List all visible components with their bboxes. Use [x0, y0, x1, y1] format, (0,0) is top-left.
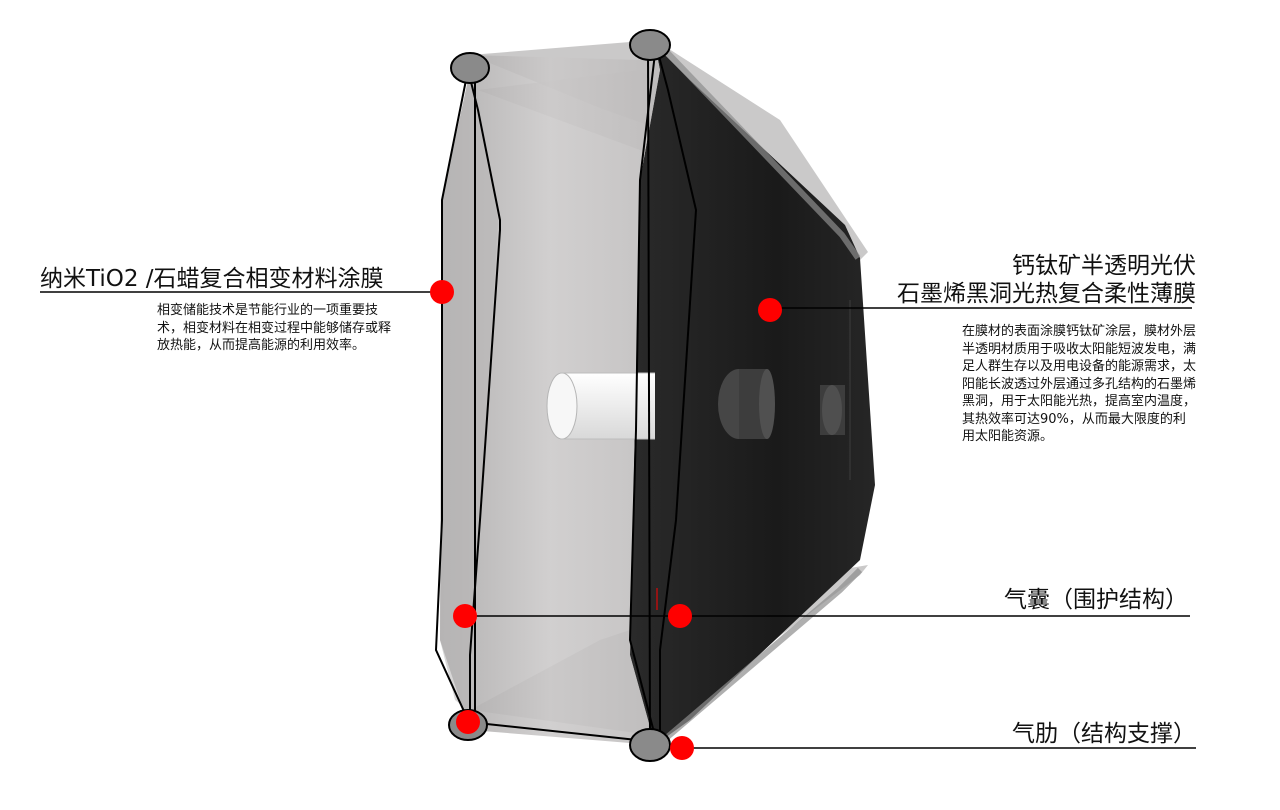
red-markers [430, 280, 782, 760]
pcm-coating-title: 纳米TiO2 /石蜡复合相变材料涂膜 [40, 266, 384, 292]
marker-air-rib-front [456, 710, 480, 734]
marker-airbag-back [668, 604, 692, 628]
graphene-film-description: 在膜材的表面涂膜钙钛矿涂层，膜材外层半透明材质用于吸收太阳能短波发电，满足人群生… [962, 324, 1197, 444]
airbag-label: 气囊（围护结构） [1004, 587, 1188, 613]
air-rib-label: 气肋（结构支撑） [1012, 721, 1196, 747]
graphene-film-title: 石墨烯黑洞光热复合柔性薄膜 [897, 281, 1196, 307]
marker-pcm-coating [430, 280, 454, 304]
leader-lines [40, 291, 1196, 749]
air-rib-caps [448, 29, 671, 762]
marker-air-rib-back [670, 736, 694, 760]
perovskite-pv-title: 钙钛矿半透明光伏 [1012, 253, 1196, 279]
marker-airbag-front [453, 604, 477, 628]
marker-graphene-film [758, 298, 782, 322]
back-graphene-panel [630, 42, 875, 748]
front-pcm-panel [440, 45, 660, 745]
panel-outlines [434, 44, 698, 745]
pcm-coating-description: 相变储能技术是节能行业的一项重要技术，相变材料在相变过程中能够储存或释放热能，从… [157, 303, 392, 353]
